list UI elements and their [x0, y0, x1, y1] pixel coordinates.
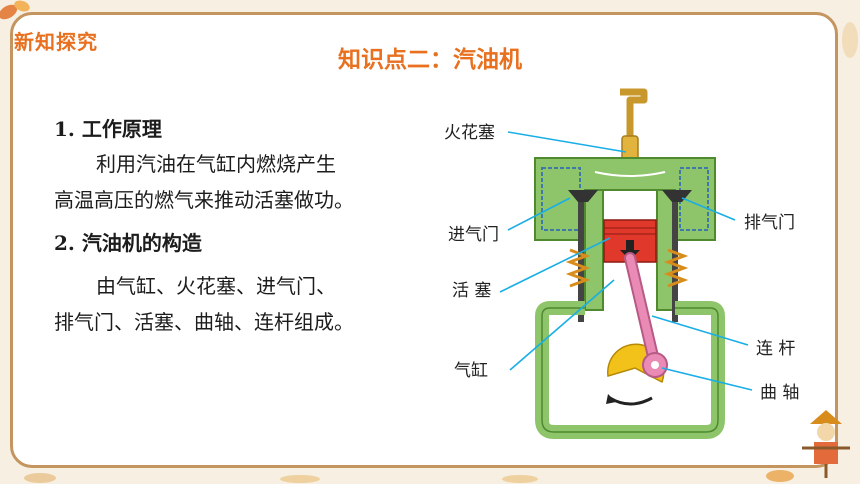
heading-structure: 2. 汽油机的构造 — [54, 231, 202, 255]
structure-line-1: 由气缸、火花塞、进气门、 — [96, 274, 336, 298]
principle-line-1: 利用汽油在气缸内燃烧产生 — [96, 152, 336, 176]
section-tag: 新知探究 — [14, 30, 98, 54]
structure-line-2: 排气门、活塞、曲轴、连杆组成。 — [54, 310, 354, 334]
label-piston: 活 塞 — [452, 281, 491, 301]
intake-valve-graphic — [565, 190, 598, 322]
label-connecting-rod: 连 杆 — [756, 339, 795, 359]
page-title: 知识点二：汽油机 — [338, 47, 522, 73]
leader-lines — [499, 131, 753, 391]
principle-line-2: 高温高压的燃气来推动活塞做功。 — [54, 188, 354, 212]
scarecrow-decoration — [802, 410, 850, 478]
label-intake-valve: 进气门 — [448, 225, 499, 245]
heading-working-principle: 1. 工作原理 — [54, 117, 162, 141]
label-cylinder: 气缸 — [454, 360, 488, 381]
gasoline-engine-diagram: 火花塞 进气门 排气门 活 塞 气缸 连 杆 曲 轴 — [444, 88, 799, 439]
label-spark-plug: 火花塞 — [444, 123, 495, 143]
label-exhaust-valve: 排气门 — [744, 213, 795, 233]
text-content: 1. 工作原理 利用汽油在气缸内燃烧产生 高温高压的燃气来推动活塞做功。 2. … — [54, 112, 424, 340]
label-crankshaft: 曲 轴 — [760, 383, 799, 403]
connecting-rod-graphic — [624, 252, 668, 378]
crankcase-graphic — [535, 301, 725, 439]
